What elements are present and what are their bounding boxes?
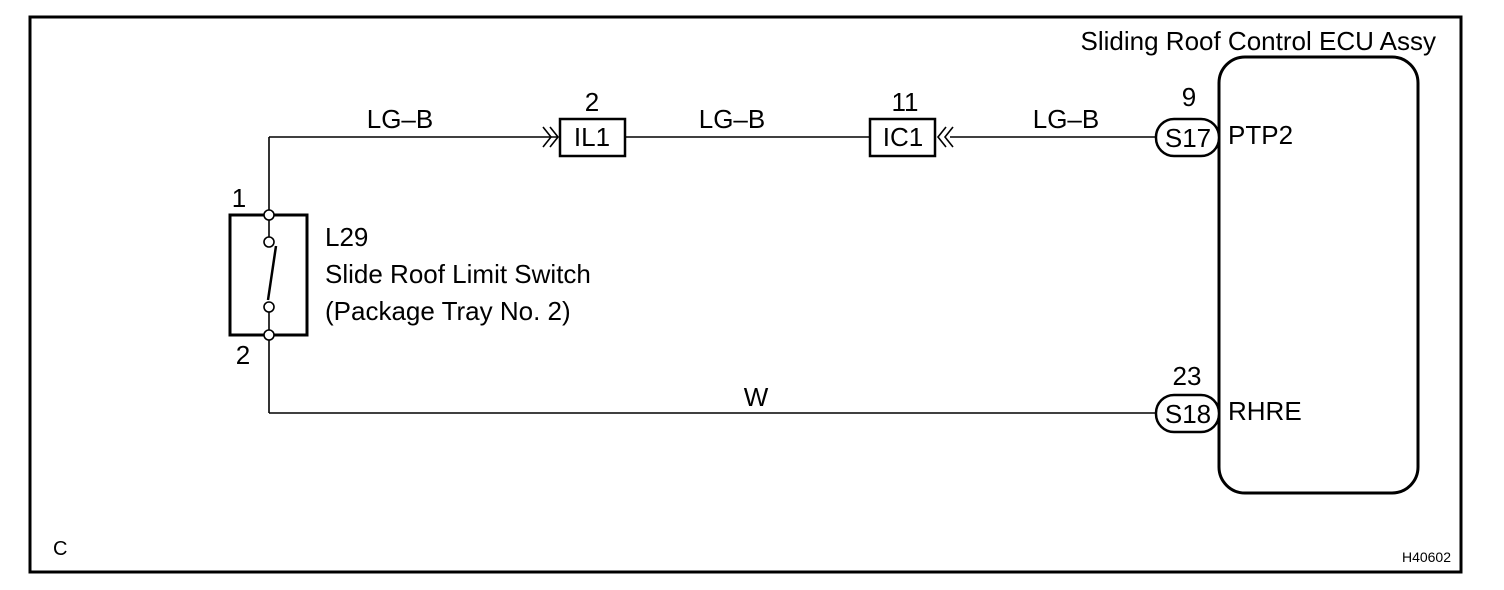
- connector-arrow-icon: [936, 126, 954, 148]
- corner-label: C: [53, 538, 67, 560]
- connector-box: [868, 117, 937, 158]
- switch-location: (Package Tray No. 2): [325, 296, 571, 326]
- diagram-frame: [28, 15, 1463, 574]
- contact-icon: [263, 236, 275, 248]
- ecu-connector-s17: S17 9 PTP2: [1154, 82, 1293, 158]
- ecu-terminal-name: PTP2: [1228, 120, 1293, 150]
- connector-pin: 11: [892, 87, 919, 117]
- connector-code: IC1: [883, 122, 923, 152]
- switch-code: L29: [325, 222, 368, 252]
- ecu-body: [1217, 55, 1420, 495]
- switch-name: Slide Roof Limit Switch: [325, 259, 591, 289]
- ecu-terminal-name: RHRE: [1228, 396, 1302, 426]
- switch-blade-icon: [266, 245, 278, 301]
- connector-pin: 23: [1173, 361, 1202, 391]
- contact-icon: [263, 301, 275, 313]
- ecu-connector-s18: S18 23 RHRE: [1154, 361, 1302, 434]
- connector-code: S18: [1165, 399, 1211, 429]
- figure-code: H40602: [1402, 549, 1451, 565]
- connector-code: S17: [1165, 123, 1211, 153]
- connector-oval: [1154, 117, 1221, 158]
- connector-pin: 2: [585, 87, 599, 117]
- junction-connector-il1: IL1 2: [542, 87, 627, 158]
- wire-color-label: LG–B: [1033, 104, 1100, 134]
- connector-oval: [1154, 393, 1221, 434]
- connector-code: IL1: [574, 122, 610, 152]
- switch-pin-top: 1: [232, 183, 246, 213]
- wire-color-label: LG–B: [699, 104, 766, 134]
- junction-connector-ic1: IC1 11: [868, 87, 954, 158]
- wire-color-label: LG–B: [367, 104, 434, 134]
- connector-arrow-icon: [542, 126, 560, 148]
- wire-color-label: W: [744, 382, 769, 412]
- limit-switch: 1 2 L29 Slide Roof Limit Switch (Package…: [228, 183, 591, 370]
- terminal-icon: [263, 209, 275, 221]
- terminal-icon: [263, 329, 275, 341]
- connector-box: [558, 117, 627, 158]
- switch-pin-bottom: 2: [236, 340, 250, 370]
- ecu-title: Sliding Roof Control ECU Assy: [1081, 26, 1436, 56]
- connector-pin: 9: [1182, 82, 1196, 112]
